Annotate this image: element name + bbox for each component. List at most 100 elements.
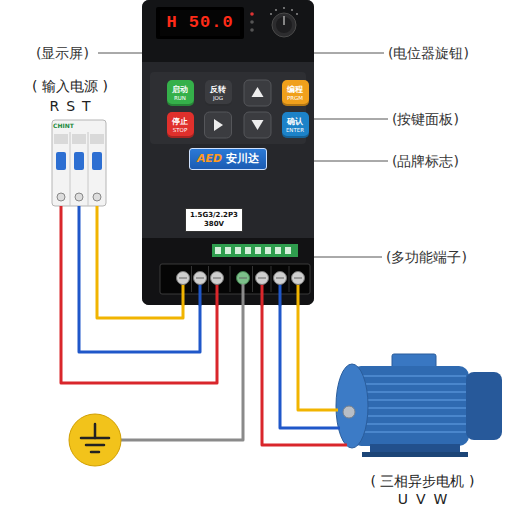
wire-stubs bbox=[183, 284, 298, 305]
right-arrow bbox=[214, 119, 223, 131]
cooling-fin bbox=[362, 415, 466, 417]
program-button: 编程PRGM bbox=[282, 80, 309, 106]
terminal-divider bbox=[230, 266, 231, 292]
key-label: JOG bbox=[213, 95, 223, 102]
ground-mark bbox=[91, 451, 99, 454]
screw-slot bbox=[258, 278, 266, 279]
terminal-screw bbox=[245, 247, 251, 254]
callout-label: (显示屏) bbox=[36, 44, 89, 62]
scale-dot bbox=[283, 7, 285, 9]
brand-logo: AED安川达 bbox=[189, 148, 267, 170]
scale-dot bbox=[296, 13, 298, 15]
cooling-fin bbox=[362, 423, 466, 425]
terminal-screw bbox=[177, 272, 190, 285]
power-wire bbox=[262, 305, 335, 445]
terminal-screw bbox=[285, 247, 291, 254]
leader-line bbox=[314, 161, 388, 162]
power-wire bbox=[298, 305, 335, 410]
wire-stub bbox=[335, 409, 338, 412]
key-label: 确认 bbox=[287, 117, 303, 127]
part-heading: ( 输入电源 ) bbox=[22, 76, 118, 96]
wire-stub bbox=[216, 284, 219, 305]
terminal-divider bbox=[191, 266, 192, 292]
callout-label: (品牌标志) bbox=[392, 152, 459, 170]
leader-line bbox=[314, 257, 382, 258]
display-panel bbox=[142, 0, 314, 62]
run-button: 启动RUN bbox=[167, 80, 194, 106]
wire-stub bbox=[199, 284, 202, 305]
ground-mark bbox=[81, 424, 109, 452]
maker-mark: CHINT bbox=[53, 122, 74, 129]
terminal-divider bbox=[192, 266, 290, 292]
power-wire bbox=[97, 206, 183, 318]
ground-mark bbox=[94, 424, 97, 438]
terminal-area bbox=[142, 238, 314, 305]
inverter-housing: 1.5G3/2.2P3380V H 50.0 启动RUN 反转JOG 编程PRGM 停止S… bbox=[142, 0, 314, 305]
cooling-fin bbox=[362, 407, 466, 409]
stop-button: 停止STOP bbox=[167, 112, 194, 138]
cooling-fin bbox=[362, 383, 466, 385]
breaker-screw bbox=[57, 193, 65, 201]
terminal-screw bbox=[256, 272, 269, 285]
terminal-screw bbox=[211, 272, 224, 285]
circuit-breaker: ( 输入电源 )RSTCHINT bbox=[22, 76, 118, 206]
breaker-window bbox=[72, 134, 86, 144]
breaker-screw bbox=[75, 193, 83, 201]
breaker-window bbox=[90, 134, 104, 144]
ground-symbol bbox=[69, 414, 121, 466]
up-button bbox=[244, 80, 271, 106]
terminal-divider bbox=[208, 266, 209, 292]
terminal-screw bbox=[235, 247, 241, 254]
wire-stub bbox=[261, 284, 264, 305]
breaker-window bbox=[54, 134, 68, 144]
key-label: 反转 bbox=[210, 85, 226, 95]
ground-mark bbox=[86, 444, 104, 447]
screw-slot bbox=[196, 278, 204, 279]
indicator-led bbox=[250, 12, 254, 16]
display-readout: H 50.0 bbox=[166, 13, 233, 33]
knob-pointer bbox=[283, 16, 285, 25]
breaker-screw bbox=[93, 193, 101, 201]
ground-screw bbox=[237, 272, 250, 285]
terminal-divider bbox=[252, 266, 253, 292]
motor-body bbox=[351, 366, 469, 446]
key-label: 编程 bbox=[287, 85, 303, 95]
breaker-toggle bbox=[92, 152, 102, 170]
power-wire bbox=[79, 206, 200, 352]
potentiometer-knob bbox=[272, 13, 296, 37]
down-arrow bbox=[252, 120, 264, 130]
breaker-toggle bbox=[56, 152, 66, 170]
key-label: ENTER bbox=[286, 127, 304, 134]
leader-line bbox=[314, 119, 388, 120]
terminal-screw bbox=[275, 247, 281, 254]
leader-line bbox=[314, 53, 384, 54]
wire-stub bbox=[297, 284, 300, 305]
callout-label: (电位器旋钮) bbox=[388, 44, 469, 62]
breaker-body bbox=[52, 120, 106, 206]
terminal-screw bbox=[215, 247, 221, 254]
pole-divider bbox=[88, 132, 89, 206]
cooling-fin bbox=[362, 391, 466, 393]
voltage-text: 380V bbox=[190, 220, 238, 229]
wire-stub bbox=[335, 444, 347, 447]
phase-label: UVW bbox=[335, 490, 510, 508]
leader-lines bbox=[98, 53, 388, 257]
screw-slot bbox=[276, 278, 284, 279]
screw-slot bbox=[294, 278, 302, 279]
led-display: H 50.0 bbox=[160, 10, 240, 36]
knob-cap bbox=[276, 17, 292, 33]
rating-sticker: 1.5G3/2.2P3380V bbox=[185, 208, 243, 232]
enter-button: 确认ENTER bbox=[282, 112, 309, 138]
terminal-screw bbox=[274, 272, 287, 285]
terminal-screw bbox=[225, 247, 231, 254]
part-heading: ( 三相异步电机 ) bbox=[335, 472, 510, 490]
fan-cover bbox=[466, 372, 502, 440]
callout-label: (多功能端子) bbox=[386, 248, 467, 266]
terminal-screw bbox=[255, 247, 261, 254]
screw-slot bbox=[213, 278, 221, 279]
scale-dot bbox=[275, 9, 277, 11]
control-terminal-strip bbox=[212, 244, 298, 257]
end-bell bbox=[336, 364, 368, 448]
brand-mark: AED bbox=[197, 152, 222, 166]
wire-stub bbox=[279, 284, 282, 305]
